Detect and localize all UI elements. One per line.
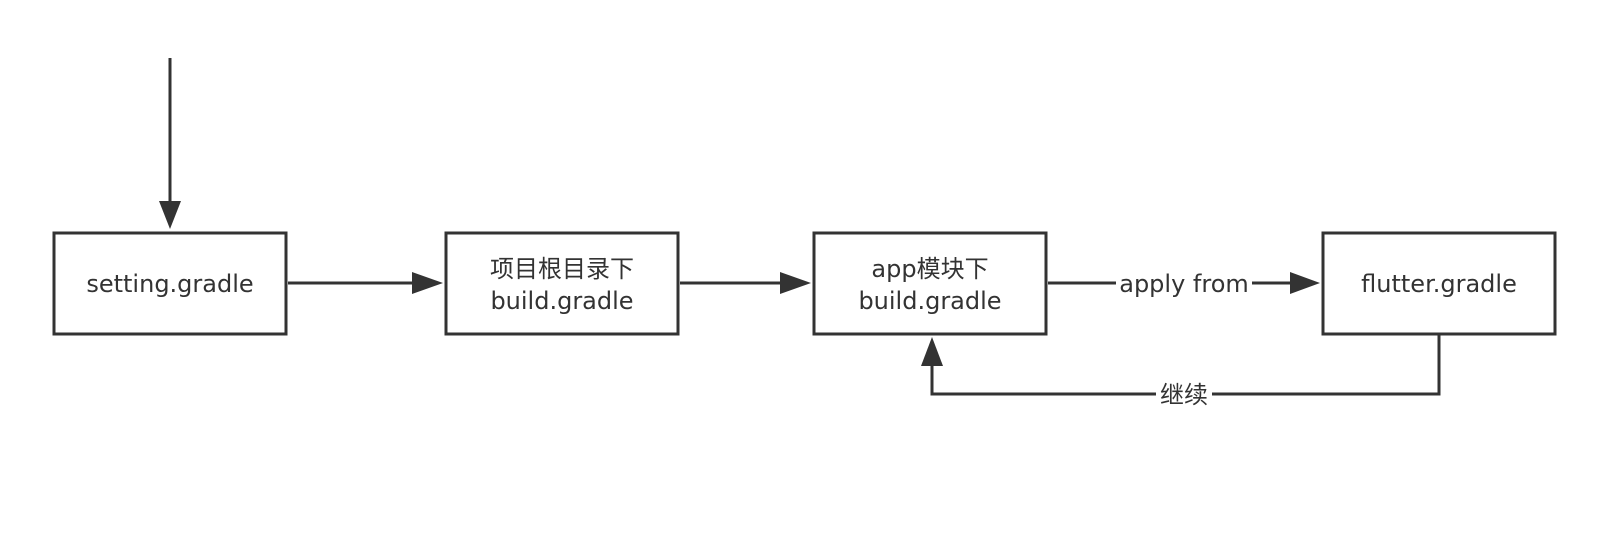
node-label-line2: build.gradle — [490, 287, 633, 315]
node-label-line2: build.gradle — [858, 287, 1001, 315]
node-box — [1321, 231, 1557, 336]
arrow-continue: 继续 — [921, 335, 1441, 410]
edge-label-continue: 继续 — [1160, 381, 1208, 409]
node-app-build-gradle: app模块下 build.gradle — [812, 231, 1048, 336]
node-box — [52, 231, 288, 336]
entry-arrow — [159, 58, 181, 229]
node-box — [444, 231, 680, 336]
node-flutter-gradle: flutter.gradle — [1321, 231, 1557, 336]
edge-label-apply-from: apply from — [1119, 270, 1249, 298]
node-label-line1: app模块下 — [871, 255, 988, 283]
node-setting-gradle: setting.gradle — [52, 231, 288, 336]
node-label: flutter.gradle — [1361, 270, 1517, 298]
node-root-build-gradle: 项目根目录下 build.gradle — [444, 231, 680, 336]
node-box — [812, 231, 1048, 336]
node-label: setting.gradle — [86, 270, 253, 298]
arrow-apply-from: apply from — [1048, 266, 1320, 300]
arrow-setting-to-root-build — [288, 272, 443, 294]
node-label-line1: 项目根目录下 — [490, 255, 634, 283]
arrow-root-to-app-build — [680, 272, 811, 294]
